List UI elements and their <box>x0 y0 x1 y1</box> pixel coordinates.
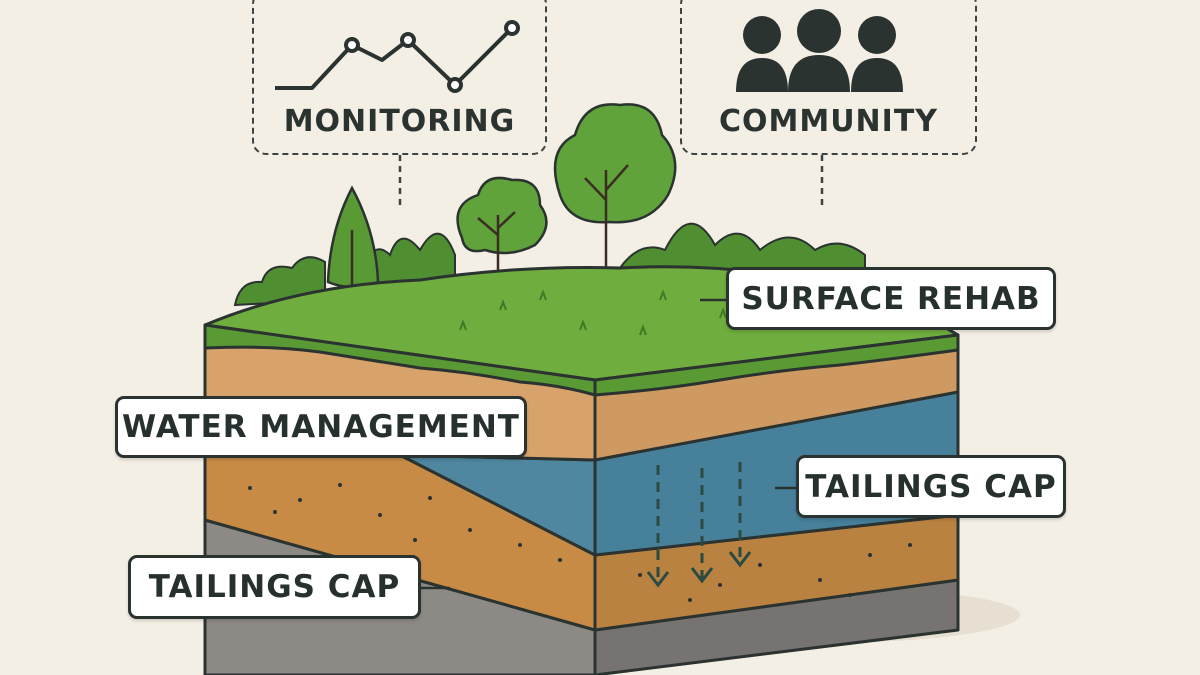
tailings-cap-left-text: TAILINGS CAP <box>148 569 401 605</box>
tailings-cap-right-text: TAILINGS CAP <box>805 468 1057 505</box>
surface-rehab-text: SURFACE REHAB <box>741 280 1041 317</box>
tailings-cap-right-label: TAILINGS CAP <box>796 455 1066 518</box>
seepage-arrows <box>646 462 752 588</box>
monitoring-label: MONITORING <box>283 104 516 139</box>
community-label: COMMUNITY <box>718 104 939 139</box>
deciduous-tree-large <box>553 103 677 272</box>
surface-rehab-label: SURFACE REHAB <box>726 267 1056 330</box>
people-group-icon <box>736 9 903 92</box>
monitoring-callout <box>252 0 547 155</box>
water-management-text: WATER MANAGEMENT <box>122 409 520 445</box>
water-management-label: WATER MANAGEMENT <box>115 396 527 458</box>
deciduous-tree-small <box>456 176 548 282</box>
community-callout <box>680 0 977 155</box>
subsoil-texture <box>248 483 912 602</box>
tailings-cap-left-label: TAILINGS CAP <box>128 555 421 619</box>
line-graph-icon <box>275 20 520 93</box>
